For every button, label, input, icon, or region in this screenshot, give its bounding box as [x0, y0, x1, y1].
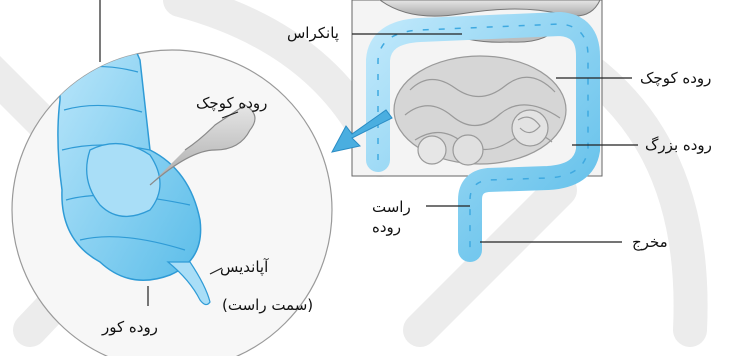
- label-cecum: روده کور: [102, 318, 158, 336]
- label-pancreas: پانکراس: [287, 24, 339, 42]
- label-anus: مخرج: [632, 233, 668, 251]
- label-large-intestine: روده بزرگ: [645, 136, 712, 154]
- label-appendix: آپاندیس: [220, 258, 268, 276]
- label-small-intestine-zoom: روده کوچک: [196, 94, 267, 112]
- label-rectum-line2: روده: [372, 218, 401, 236]
- label-small-intestine: روده کوچک: [640, 69, 711, 87]
- label-appendix-side: (سمت راست): [222, 296, 313, 314]
- label-rectum-line1: راست: [372, 198, 411, 216]
